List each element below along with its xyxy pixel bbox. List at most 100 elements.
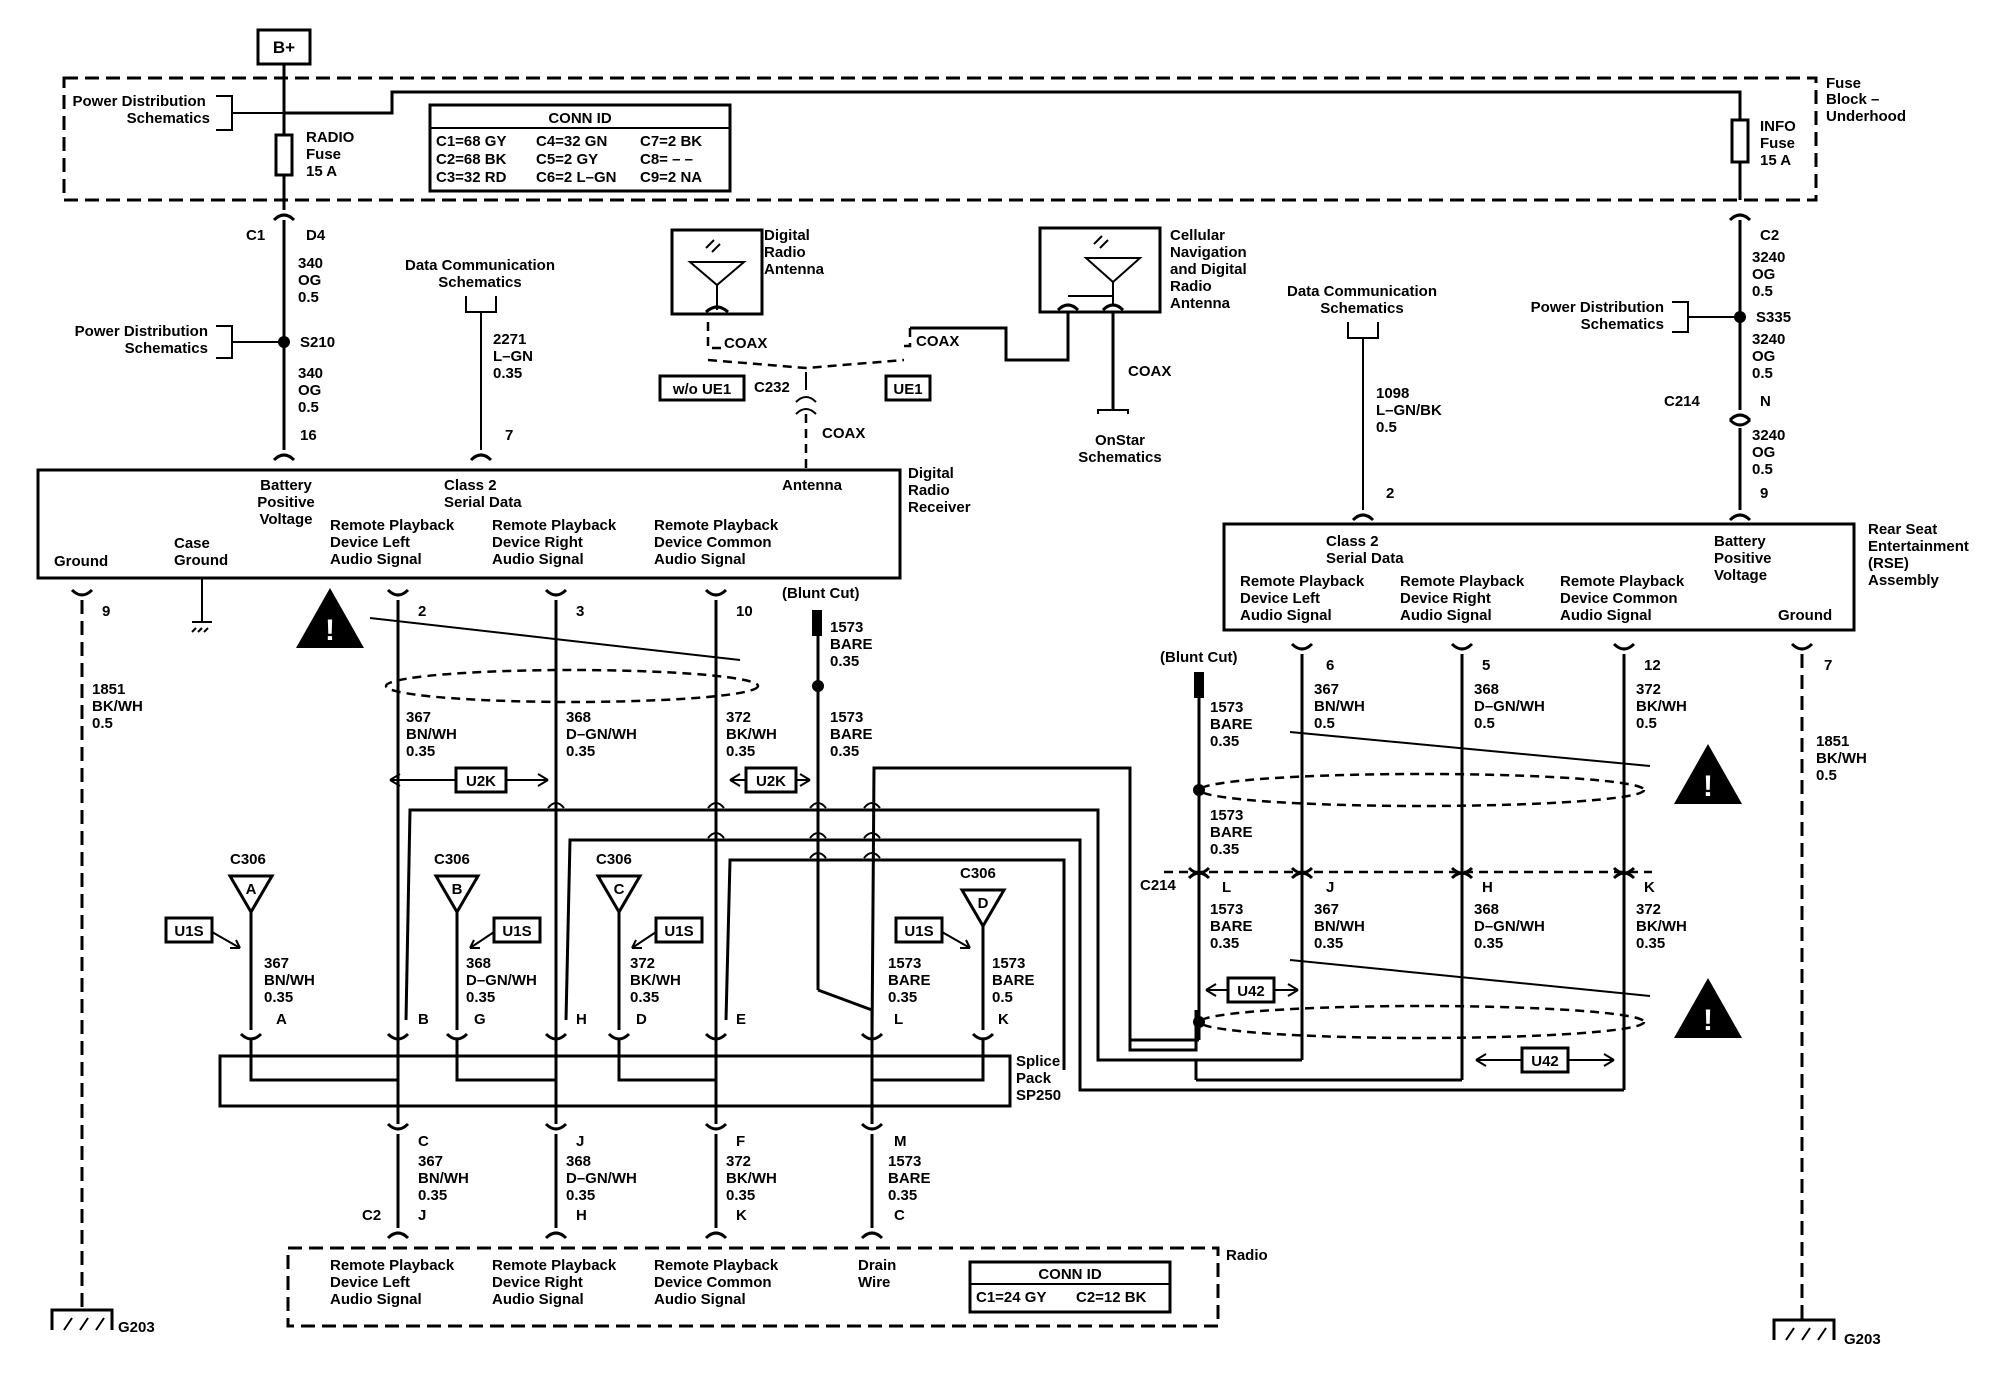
svg-text:D: D xyxy=(978,895,989,912)
svg-text:C: C xyxy=(614,881,625,898)
svg-text:Antenna: Antenna xyxy=(782,477,843,494)
svg-text:C2=68 BK: C2=68 BK xyxy=(436,151,507,168)
svg-text:7: 7 xyxy=(505,427,513,444)
svg-text:9: 9 xyxy=(102,603,110,620)
svg-text:H: H xyxy=(1482,879,1493,896)
svg-text:C214: C214 xyxy=(1664,393,1701,410)
svg-text:N: N xyxy=(1760,393,1771,410)
radio-fuse xyxy=(274,133,294,177)
svg-text:COAX: COAX xyxy=(1128,363,1171,380)
svg-text:S335: S335 xyxy=(1756,309,1791,326)
svg-text:S210: S210 xyxy=(300,334,335,351)
svg-text:L: L xyxy=(1222,879,1231,896)
svg-text:!: ! xyxy=(1703,770,1713,803)
svg-text:12: 12 xyxy=(1644,657,1661,674)
ground-g203-left-icon xyxy=(50,1308,114,1331)
svg-text:!: ! xyxy=(1703,1004,1713,1037)
svg-text:C1=24 GY: C1=24 GY xyxy=(976,1289,1046,1306)
antenna-option-selector: w/o UE1 UE1 C232 COAX xyxy=(658,358,932,470)
splice-s210 xyxy=(278,336,290,348)
svg-text:C306: C306 xyxy=(434,851,470,868)
svg-text:U1S: U1S xyxy=(502,923,531,940)
svg-text:C306: C306 xyxy=(960,865,996,882)
svg-text:(Blunt Cut): (Blunt Cut) xyxy=(1160,649,1237,666)
svg-text:M: M xyxy=(894,1133,907,1150)
svg-text:UE1: UE1 xyxy=(893,381,922,398)
svg-text:C1=68 GY: C1=68 GY xyxy=(436,133,506,150)
ground-g203-right-icon xyxy=(1772,1318,1836,1341)
svg-text:J: J xyxy=(576,1133,584,1150)
svg-text:G203: G203 xyxy=(118,1319,155,1336)
svg-text:16: 16 xyxy=(300,427,317,444)
radio-fuse-label: RADIO Fuse 15 A xyxy=(306,129,359,180)
svg-text:C214: C214 xyxy=(1140,877,1177,894)
svg-text:K: K xyxy=(1644,879,1655,896)
svg-text:E: E xyxy=(736,1011,746,1028)
svg-text:Ground: Ground xyxy=(1778,607,1832,624)
svg-text:C: C xyxy=(418,1133,429,1150)
svg-text:D: D xyxy=(636,1011,647,1028)
svg-text:7: 7 xyxy=(1824,657,1832,674)
info-fuse xyxy=(1730,118,1750,164)
svg-text:C3=32 RD: C3=32 RD xyxy=(436,169,507,186)
svg-text:CONN ID: CONN ID xyxy=(548,110,612,127)
svg-text:!: ! xyxy=(325,614,335,647)
wo-ue1-option xyxy=(658,374,746,402)
svg-text:(Blunt Cut): (Blunt Cut) xyxy=(782,585,859,602)
fuse-block-underhood: Fuse Block – Underhood Power Distributio… xyxy=(62,75,1906,202)
ue1-option xyxy=(884,374,932,402)
svg-text:K: K xyxy=(998,1011,1009,1028)
svg-text:U2K: U2K xyxy=(466,773,496,790)
info-fuse-label: INFO Fuse 15 A xyxy=(1760,118,1800,169)
battery-positive-source: B+ xyxy=(256,28,312,210)
svg-text:C2: C2 xyxy=(362,1207,381,1224)
svg-text:A: A xyxy=(276,1011,287,1028)
svg-text:C2: C2 xyxy=(1760,227,1779,244)
svg-text:H: H xyxy=(576,1207,587,1224)
svg-text:C7=2 BK: C7=2 BK xyxy=(640,133,702,150)
svg-text:C4=32 GN: C4=32 GN xyxy=(536,133,607,150)
fuse-block-conn-id-table: CONN ID C1=68 GY C4=32 GN C7=2 BK C2=68 … xyxy=(428,103,732,193)
svg-text:U1S: U1S xyxy=(904,923,933,940)
svg-text:6: 6 xyxy=(1326,657,1334,674)
